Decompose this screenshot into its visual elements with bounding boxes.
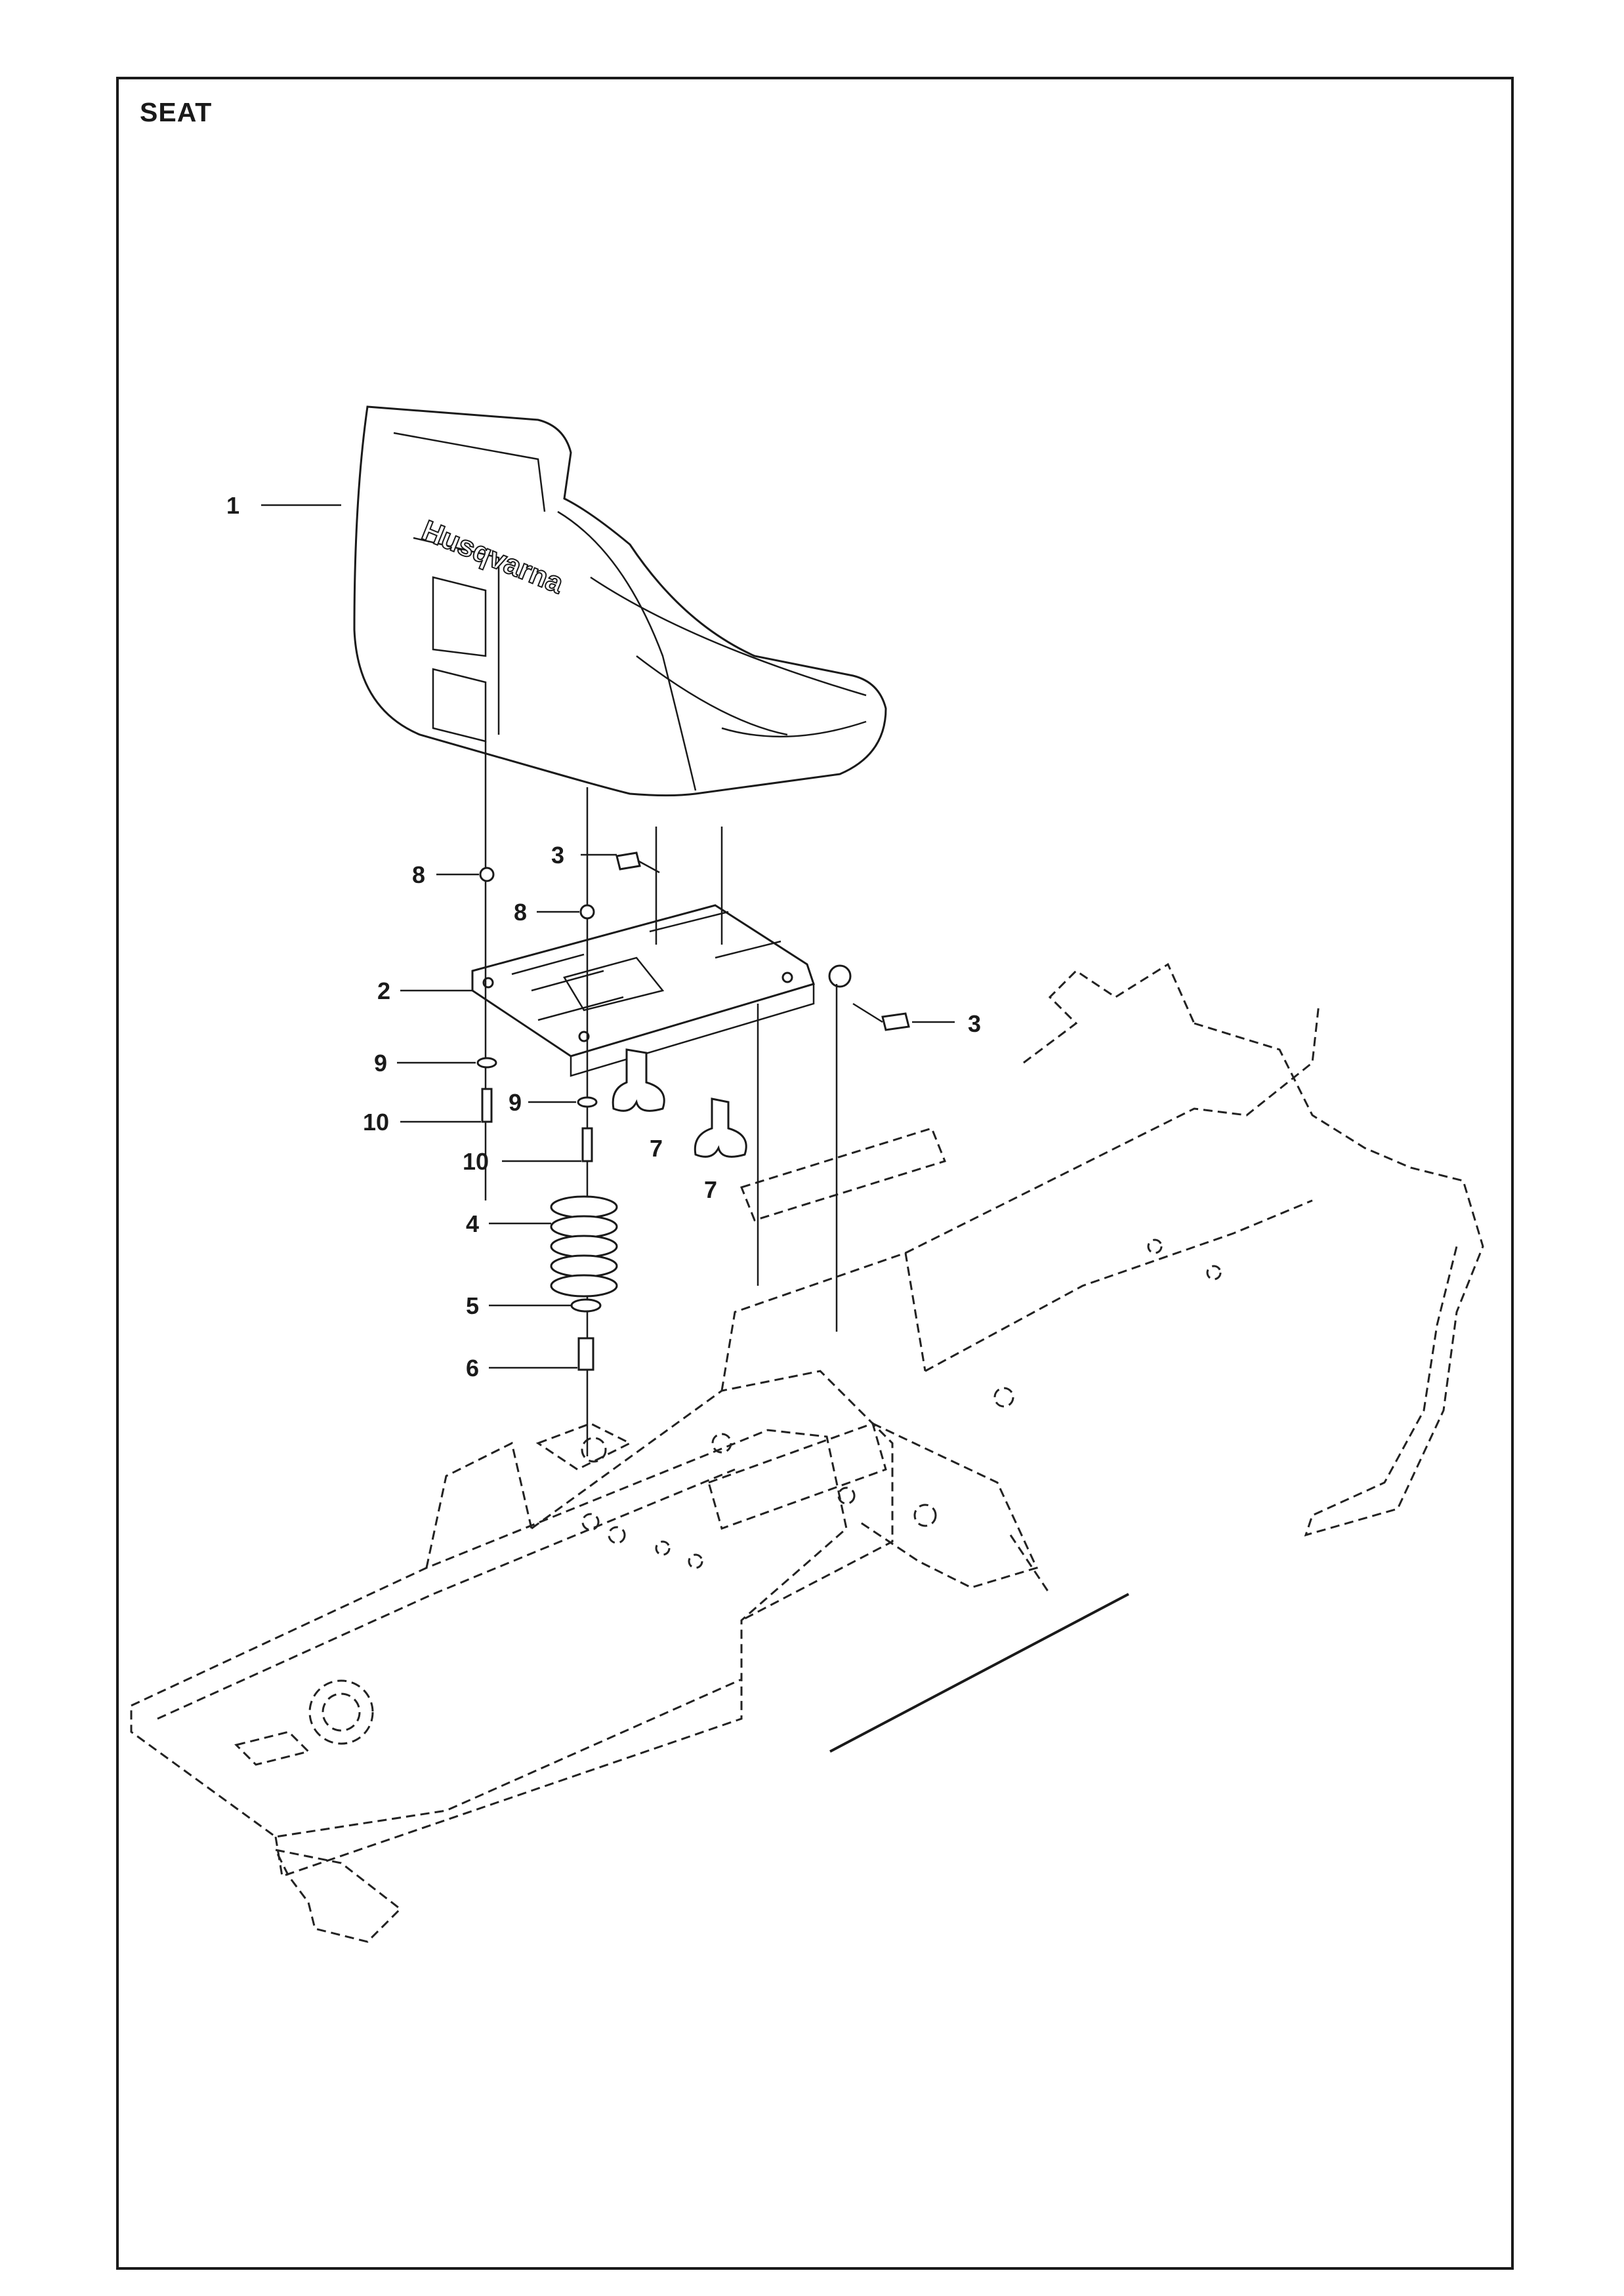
callout-7a: 7 xyxy=(650,1135,663,1162)
callout-8a: 8 xyxy=(412,861,425,888)
section-cut-line xyxy=(829,1593,1129,1753)
callout-4: 4 xyxy=(466,1210,479,1237)
callout-3b: 3 xyxy=(968,1010,981,1037)
callout-labels: 1 3 8 8 2 3 9 9 10 10 7 7 4 5 6 xyxy=(226,492,981,1382)
callout-9b: 9 xyxy=(509,1089,522,1116)
hardware xyxy=(476,851,910,1371)
seat-cushion xyxy=(353,405,887,796)
callout-7b: 7 xyxy=(704,1176,717,1203)
page-frame xyxy=(116,77,1514,2270)
callout-10a: 10 xyxy=(363,1109,389,1136)
callout-1: 1 xyxy=(226,492,239,519)
callout-6: 6 xyxy=(466,1355,479,1382)
page-title: SEAT xyxy=(140,97,213,127)
seat-plate xyxy=(471,904,852,1077)
callout-5: 5 xyxy=(466,1292,479,1319)
callout-9a: 9 xyxy=(374,1050,387,1076)
leader-lines xyxy=(261,504,955,1369)
callout-10b: 10 xyxy=(463,1148,489,1175)
chassis-frame xyxy=(130,962,1484,1943)
callout-3a: 3 xyxy=(551,842,564,869)
callout-8b: 8 xyxy=(514,899,527,926)
callout-2: 2 xyxy=(377,977,390,1004)
